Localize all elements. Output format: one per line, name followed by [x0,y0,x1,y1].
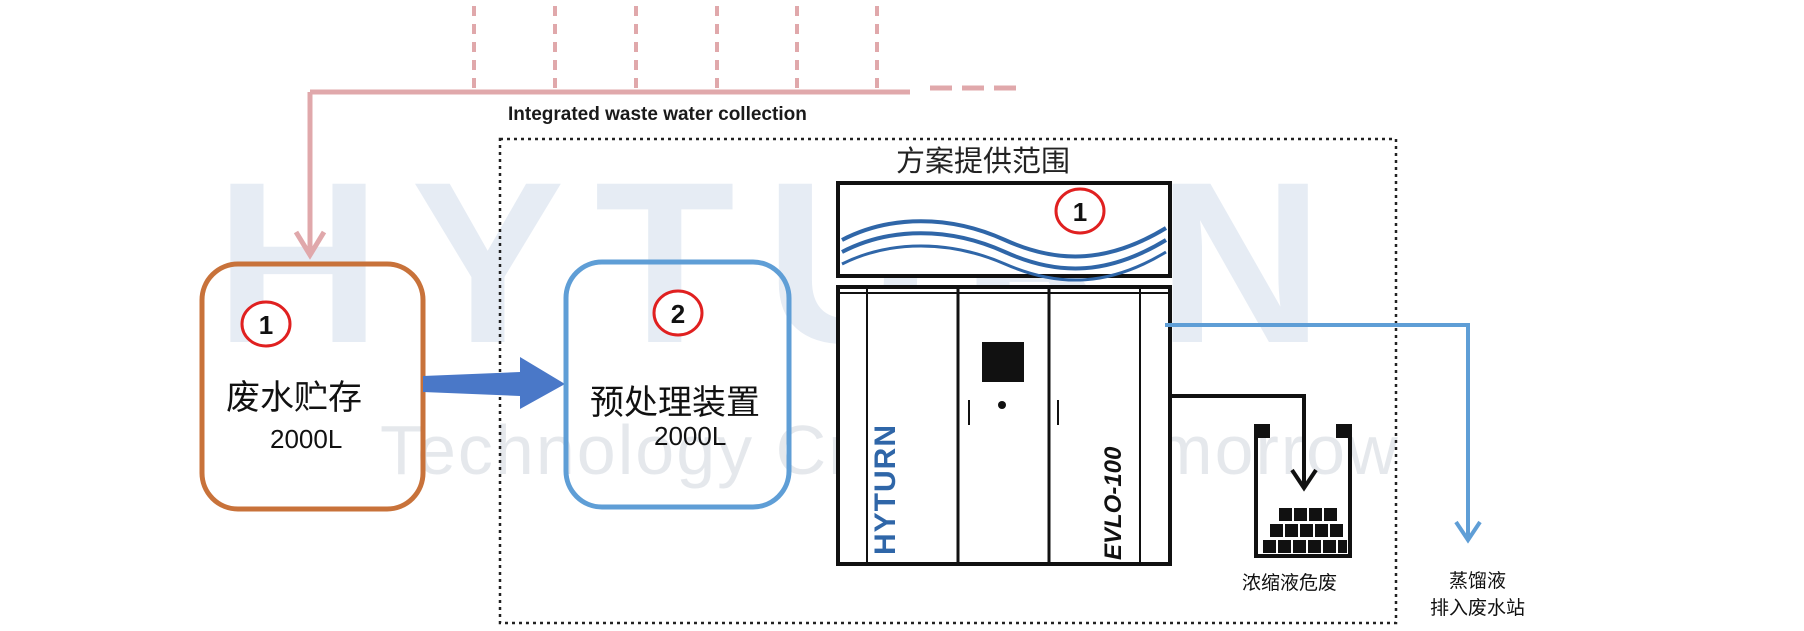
flow-arrow [423,357,565,409]
distillate-label-line2: 排入废水站 [1430,597,1526,619]
control-knob [998,401,1006,409]
storage-name: 废水贮存 [226,378,362,418]
storage-badge: 1 [240,300,292,348]
evaporator-top-panel [836,181,1172,278]
collection-drops [472,6,879,88]
pretreatment-badge: 2 [652,289,704,337]
scope-boundary [498,137,1398,625]
distillate-line [1165,323,1482,544]
storage-volume: 2000L [270,424,343,454]
evaporator-cabinet [836,285,1172,566]
collection-label: Integrated waste water collection [508,104,807,125]
evaporator-badge-number: 1 [1073,197,1087,227]
evaporator-model: EVLO-100 [1100,446,1127,560]
distillate-label-line1: 蒸馏液 [1449,570,1507,592]
waste-bin [1254,424,1352,558]
concentrate-line [1170,394,1318,492]
pretreatment-badge-number: 2 [671,299,685,329]
pretreatment-volume: 2000L [654,421,727,451]
collection-pipe [293,85,1025,260]
pretreatment-box [563,259,792,510]
control-screen [982,342,1024,382]
evaporator-unit: 1 [836,181,1172,566]
evaporator-badge [1054,187,1106,235]
distillate-label: 蒸馏液 排入废水站 [1430,568,1525,622]
evaporator-logo: HYTURN [869,424,902,555]
pretreatment-name: 预处理装置 [590,383,760,423]
storage-badge-number: 1 [259,310,273,340]
scope-label: 方案提供范围 [896,144,1071,178]
concentrate-label: 浓缩液危废 [1242,572,1338,594]
